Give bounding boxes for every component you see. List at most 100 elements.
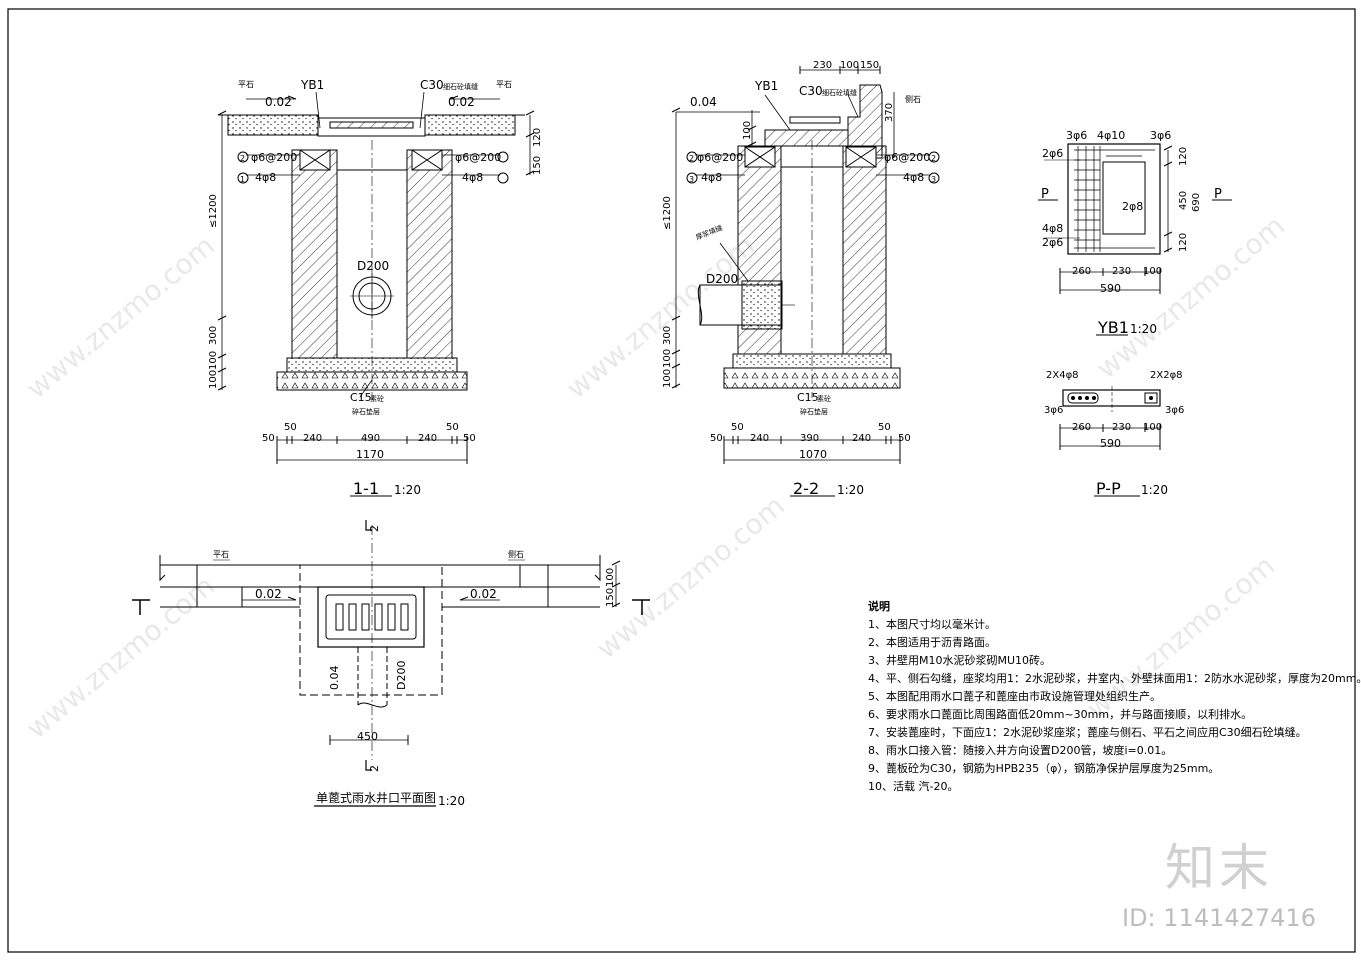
- s11-hdim-3: 240: [418, 433, 437, 444]
- s11-yb1: YB1: [300, 78, 324, 92]
- s22-curb: 侧石: [905, 94, 921, 104]
- plan-slope-right: 0.02: [470, 587, 497, 601]
- s22-topdim-2: 150: [860, 60, 879, 71]
- s11-rebar-left: φ6@200: [251, 151, 297, 164]
- s11-hdim-4: 50: [463, 433, 476, 444]
- pp-hdim-0: 260: [1072, 422, 1091, 433]
- s22-c15: C15: [797, 391, 819, 404]
- pp-hdim-1: 230: [1112, 422, 1131, 433]
- section-2-2: 0.04 YB1 C30 细石砼填缝 侧石 230 100 150 370 10…: [662, 60, 940, 498]
- s22-vdim-300: 300: [662, 326, 673, 345]
- yb1-label-0: 3φ6: [1066, 129, 1087, 142]
- pp-hdim-2: 100: [1143, 422, 1162, 433]
- s22-hdim-4: 50: [898, 433, 911, 444]
- s11-hdim-2: 490: [361, 433, 380, 444]
- s11-rebar-right: φ6@200: [455, 151, 501, 164]
- pp-label-0: 2X4φ8: [1046, 370, 1079, 381]
- s11-vdim-300: 300: [208, 326, 219, 345]
- s11-vdim-100a: 100: [208, 351, 219, 370]
- plan-slope-left: 0.02: [255, 587, 282, 601]
- s11-right-label: 平石: [496, 80, 512, 89]
- s22-rebar-right: φ6@200: [884, 151, 930, 164]
- plan-cut-bottom: 2: [368, 765, 381, 772]
- s22-num3-left: 3: [689, 175, 694, 184]
- s22-c15-note: 素砼: [817, 394, 831, 403]
- s22-topdim-1: 100: [840, 60, 859, 71]
- s11-cushion: 碎石垫层: [352, 407, 380, 416]
- s11-scale: 1:20: [394, 483, 421, 497]
- section-1-1: 平石 平石 YB1 C30 细石砼填缝 0.02 0.02 φ6@200 φ6@…: [208, 78, 543, 498]
- plan-view: 平石 侧石 0.02 0.02 0.04 D200 450 100 150 2 …: [132, 520, 650, 808]
- yb1-label-3: 2φ6: [1042, 147, 1063, 160]
- yb1-detail: 3φ6 4φ10 3φ6 2φ6 2φ8 4φ8 2φ6 P P 120 450…: [1038, 129, 1232, 337]
- s22-topdim-0: 230: [813, 60, 832, 71]
- s11-hsmall-0: 50: [284, 422, 297, 433]
- s11-vdim-100b: 100: [208, 370, 219, 389]
- s22-vdim-100a: 100: [662, 349, 673, 368]
- s22-vdim-100b: 100: [662, 369, 673, 388]
- notes-item-5: 5、本图配用雨水口蓖子和蓖座由市政设施管理处组织生产。: [868, 690, 1161, 703]
- notes-item-3: 3、井壁用M10水泥砂浆砌MU10砖。: [868, 654, 1052, 667]
- yb1-vdim-2: 120: [1178, 233, 1189, 252]
- s11-slope-right: 0.02: [448, 95, 475, 109]
- s11-vdim-120: 120: [532, 128, 543, 147]
- pp-detail: 2X4φ8 2X2φ8 3φ6 3φ6 260 230 100 590 P-P …: [1044, 370, 1184, 498]
- notes-item-10: 10、活载 汽-20。: [868, 780, 959, 793]
- s22-bar-right: 4φ8: [903, 171, 924, 184]
- s11-hdim-1: 240: [303, 433, 322, 444]
- s22-hdim-2: 390: [800, 433, 819, 444]
- pp-label-1: 2X2φ8: [1150, 370, 1183, 381]
- pp-title: P-P: [1096, 479, 1121, 498]
- s22-scale: 1:20: [837, 483, 864, 497]
- s22-hsmall-0: 50: [731, 422, 744, 433]
- s11-c15-note: 素砼: [370, 394, 384, 403]
- s11-hdim-0: 50: [262, 433, 275, 444]
- yb1-hdim-2: 100: [1143, 266, 1162, 277]
- s22-hdim-1: 240: [750, 433, 769, 444]
- plan-title: 单蓖式雨水井口平面图: [316, 791, 436, 805]
- sheet-frame: [7, 8, 1356, 953]
- s22-yb1: YB1: [754, 79, 778, 93]
- yb1-label-4: 2φ8: [1122, 200, 1143, 213]
- yb1-label-5: 4φ8: [1042, 222, 1063, 235]
- pp-label-2: 3φ6: [1044, 405, 1063, 416]
- s22-hdim-3: 240: [852, 433, 871, 444]
- plan-dim-150: 150: [605, 588, 616, 607]
- yb1-p-left: P: [1041, 187, 1049, 202]
- s11-num1: 1: [240, 175, 245, 184]
- plan-cut-top: 2: [368, 525, 381, 532]
- s11-num2: 2: [240, 154, 245, 163]
- notes-block: 说明 1、本图尺寸均以毫米计。 2、本图适用于沥青路面。 3、井壁用M10水泥砂…: [868, 598, 1361, 796]
- s11-total: 1170: [356, 448, 384, 461]
- yb1-hdim-0: 260: [1072, 266, 1091, 277]
- yb1-label-1: 4φ10: [1097, 129, 1125, 142]
- s22-num2-right: 2: [931, 154, 936, 163]
- s11-title: 1-1: [353, 479, 379, 498]
- plan-width: 450: [357, 730, 378, 743]
- yb1-hdim-1: 230: [1112, 266, 1131, 277]
- s22-slope: 0.04: [690, 95, 717, 109]
- s22-title: 2-2: [793, 479, 819, 498]
- s11-bar-left: 4φ8: [255, 171, 276, 184]
- notes-item-2: 2、本图适用于沥青路面。: [868, 636, 996, 649]
- notes-item-6: 6、要求雨水口蓖面比周围路面低20mm~30mm，并与路面接顺，以利排水。: [868, 708, 1253, 721]
- yb1-scale: 1:20: [1130, 322, 1157, 336]
- s11-bar-right: 4φ8: [462, 171, 483, 184]
- s11-vdim-1200: ≤1200: [208, 194, 219, 228]
- s22-c30-note: 细石砼填缝: [822, 88, 857, 97]
- notes-item-7: 7、安装蓖座时，下面应1：2水泥砂浆座浆；蓖座与侧石、平石之间应用C30细石砼填…: [868, 726, 1307, 739]
- s22-hdim-0: 50: [710, 433, 723, 444]
- s11-pipe: D200: [357, 259, 389, 273]
- s22-bar-left: 4φ8: [701, 171, 722, 184]
- plan-curb: 侧石: [508, 549, 524, 559]
- plan-scale: 1:20: [438, 794, 465, 808]
- plan-dim-100: 100: [605, 568, 616, 587]
- notes-item-9: 9、蓖板砼为C30，钢筋为HPB235（φ），钢筋净保护层厚度为25mm。: [868, 762, 1220, 775]
- s22-rebar-left: φ6@200: [697, 151, 743, 164]
- pp-total: 590: [1100, 437, 1121, 450]
- s11-vdim-150: 150: [532, 156, 543, 175]
- watermark-id: ID: 1141427416: [1122, 904, 1316, 932]
- plan-flat-stone: 平石: [213, 550, 229, 559]
- s11-slope-left: 0.02: [265, 95, 292, 109]
- plan-slope-v: 0.04: [328, 666, 341, 691]
